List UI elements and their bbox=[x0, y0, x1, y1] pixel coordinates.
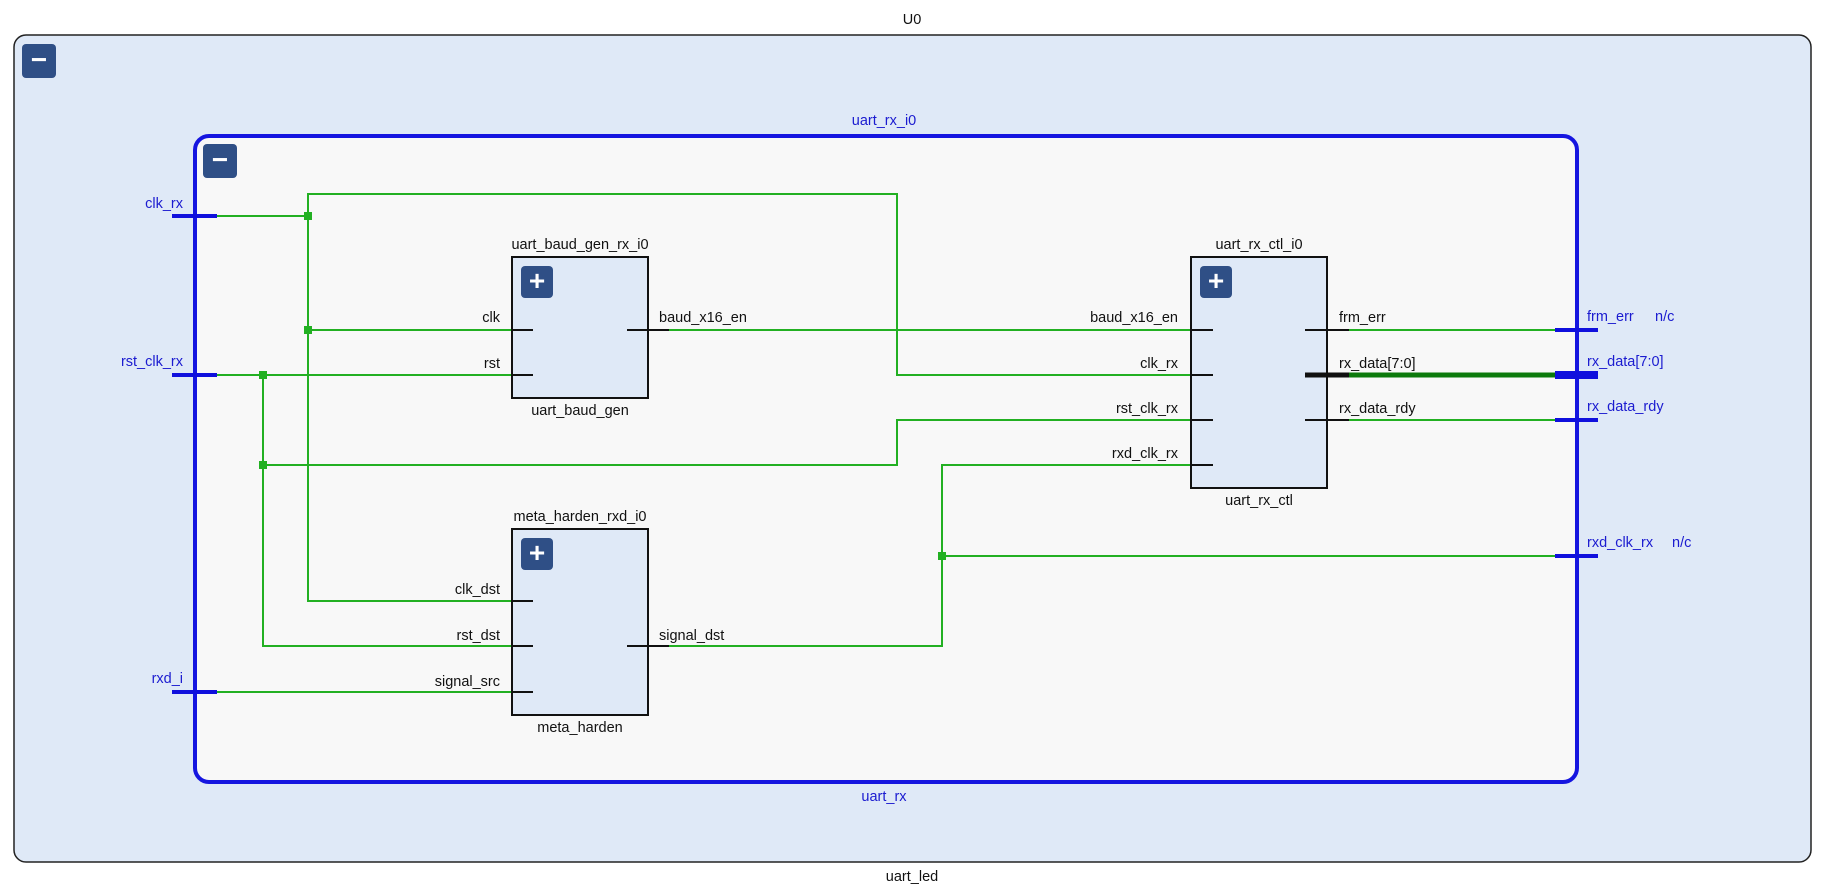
port-label: rst_clk_rx bbox=[121, 354, 184, 370]
expand-button-bg bbox=[1200, 266, 1232, 298]
pin-label-clk: clk bbox=[482, 310, 500, 326]
block-instance-name: meta_harden_rxd_i0 bbox=[513, 509, 646, 525]
output-port-rxd-clk-rx[interactable]: rxd_clk_rx n/c bbox=[1555, 535, 1691, 558]
junction-dot bbox=[259, 461, 267, 469]
port-label: rx_data_rdy bbox=[1587, 399, 1664, 415]
collapse-button-bg bbox=[22, 44, 56, 78]
pin-label-signal-src: signal_src bbox=[435, 674, 500, 690]
expand-button-bg bbox=[521, 538, 553, 570]
output-port-rx-data[interactable]: rx_data[7:0] bbox=[1555, 354, 1664, 379]
expand-button-uart-rx-ctl[interactable]: + bbox=[1200, 265, 1232, 298]
port-label: rxd_i bbox=[152, 671, 183, 687]
pin-label-rst-clk-rx: rst_clk_rx bbox=[1116, 401, 1179, 417]
input-port-rst-clk-rx[interactable]: rst_clk_rx bbox=[121, 354, 217, 377]
block-module-name: meta_harden bbox=[537, 720, 622, 736]
no-connect-label: n/c bbox=[1655, 309, 1674, 325]
plus-icon: + bbox=[529, 537, 545, 568]
input-port-rxd-i[interactable]: rxd_i bbox=[152, 671, 217, 694]
expand-button-meta-harden[interactable]: + bbox=[521, 537, 553, 570]
inner-module-frame bbox=[193, 134, 1579, 784]
minus-icon: − bbox=[212, 144, 228, 175]
junction-dot bbox=[304, 212, 312, 220]
block-instance-name: uart_rx_ctl_i0 bbox=[1215, 237, 1302, 253]
output-port-frm-err[interactable]: frm_err n/c bbox=[1555, 309, 1674, 332]
junction-dot bbox=[259, 371, 267, 379]
pin-label-rx-data: rx_data[7:0] bbox=[1339, 356, 1416, 372]
plus-icon: + bbox=[1208, 265, 1224, 296]
plus-icon: + bbox=[529, 265, 545, 296]
port-label: rx_data[7:0] bbox=[1587, 354, 1664, 370]
top-module-name: uart_led bbox=[886, 869, 938, 885]
pin-label-frm-err: frm_err bbox=[1339, 310, 1386, 326]
block-module-name: uart_rx_ctl bbox=[1225, 493, 1293, 509]
inner-instance-name: uart_rx_i0 bbox=[852, 113, 916, 129]
net-rst-clk-rx-ctl[interactable] bbox=[263, 419, 1213, 466]
junction-dot bbox=[304, 326, 312, 334]
port-label: clk_rx bbox=[145, 196, 184, 212]
pin-label-clk-rx: clk_rx bbox=[1140, 356, 1179, 372]
input-port-clk-rx[interactable]: clk_rx bbox=[145, 196, 217, 218]
block-module-name: uart_baud_gen bbox=[531, 403, 629, 419]
top-instance-name: U0 bbox=[903, 12, 922, 28]
minus-icon: − bbox=[31, 44, 47, 75]
collapse-button-bg bbox=[203, 144, 237, 178]
pin-label-clk-dst: clk_dst bbox=[455, 582, 500, 598]
port-label: rxd_clk_rx bbox=[1587, 535, 1654, 551]
pin-label-baud-x16-en: baud_x16_en bbox=[659, 310, 747, 326]
pin-label-rxd-clk-rx: rxd_clk_rx bbox=[1112, 446, 1179, 462]
pin-label-rx-data-rdy: rx_data_rdy bbox=[1339, 401, 1416, 417]
expand-button-uart-baud-gen[interactable]: + bbox=[521, 265, 553, 298]
pin-label-rst-dst: rst_dst bbox=[456, 628, 500, 644]
junction-dot bbox=[938, 552, 946, 560]
net-clk-rx-top[interactable] bbox=[307, 193, 1213, 376]
inner-module-name: uart_rx bbox=[861, 789, 907, 805]
port-label: frm_err bbox=[1587, 309, 1634, 325]
nets bbox=[217, 193, 1555, 693]
expand-button-bg bbox=[521, 266, 553, 298]
no-connect-label: n/c bbox=[1672, 535, 1691, 551]
net-clk-rx-meta[interactable] bbox=[307, 330, 533, 602]
uart-rx-module[interactable]: uart_rx_i0 uart_rx bbox=[193, 113, 1579, 805]
block-instance-name: uart_baud_gen_rx_i0 bbox=[511, 237, 648, 253]
pin-label-rst: rst bbox=[484, 356, 500, 372]
pin-label-baud-x16-en: baud_x16_en bbox=[1090, 310, 1178, 326]
inner-collapse-button[interactable]: − bbox=[203, 144, 237, 178]
top-collapse-button[interactable]: − bbox=[22, 44, 56, 78]
pin-label-signal-dst: signal_dst bbox=[659, 628, 724, 644]
output-port-rx-data-rdy[interactable]: rx_data_rdy bbox=[1555, 399, 1664, 422]
